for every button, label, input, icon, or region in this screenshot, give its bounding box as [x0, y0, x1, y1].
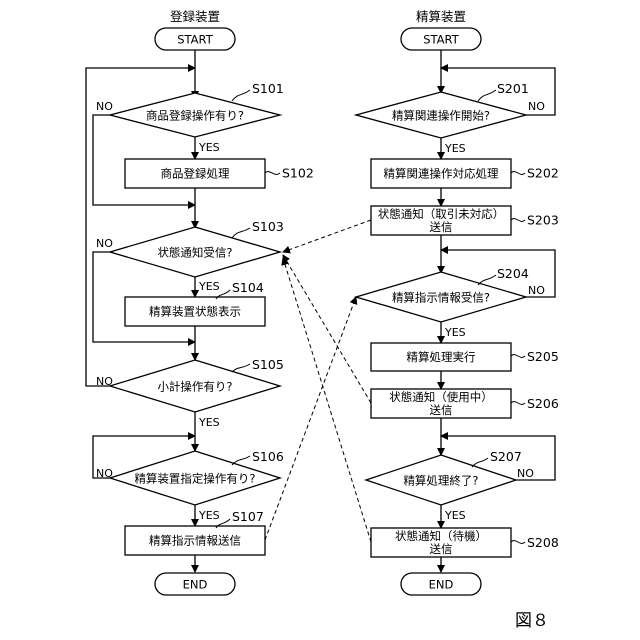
s208-text-line1: 状態通知（待機） — [395, 529, 487, 543]
s204-text: 精算指示情報受信? — [392, 291, 490, 305]
s201-step-label: S201 — [497, 81, 529, 96]
s101-step-label: S101 — [252, 81, 284, 96]
s101-text: 商品登録操作有り? — [146, 109, 244, 123]
s204-yes-label: YES — [444, 326, 466, 339]
s105-leader-line — [232, 364, 250, 372]
process-s202: 精算関連操作対応処理 — [371, 159, 511, 188]
s102-step-label: S102 — [282, 166, 314, 181]
process-s107: 精算指示情報送信 — [125, 526, 265, 555]
s203-step-label: S203 — [527, 213, 559, 228]
s204-step-label: S204 — [497, 266, 529, 281]
s103-step-label: S103 — [252, 219, 284, 234]
s104-text: 精算装置状態表示 — [149, 305, 241, 319]
right-start-label: START — [423, 33, 459, 47]
left-end-label: END — [183, 578, 208, 592]
s207-yes-label: YES — [444, 509, 466, 522]
right-column-title: 精算装置 — [416, 9, 466, 24]
left-end-terminal: END — [155, 573, 235, 595]
left-column-title: 登録装置 — [170, 9, 220, 24]
s206-step-label: S206 — [527, 396, 559, 411]
left-start-terminal: START — [155, 28, 235, 50]
message-s203-to-s103 — [283, 220, 371, 252]
s206-text-line1: 状態通知（使用中） — [389, 390, 493, 404]
right-end-label: END — [429, 578, 454, 592]
s207-text: 精算処理終了? — [403, 474, 478, 488]
s208-text-line2: 送信 — [430, 542, 453, 556]
process-s208: 状態通知（待機） 送信 — [371, 528, 511, 557]
s203-leader-line — [511, 219, 525, 222]
s207-no-label: NO — [517, 467, 534, 480]
s106-yes-label: YES — [198, 509, 220, 522]
s206-text-line2: 送信 — [430, 403, 453, 417]
s105-step-label: S105 — [252, 357, 284, 372]
message-s107-to-s204 — [265, 297, 356, 540]
s202-step-label: S202 — [527, 166, 559, 181]
s105-text: 小計操作有り? — [157, 380, 232, 394]
s106-step-label: S106 — [252, 449, 284, 464]
message-s208-to-s103 — [283, 258, 371, 542]
figure-label: 図８ — [515, 611, 549, 631]
s106-no-label: NO — [96, 467, 113, 480]
process-s206: 状態通知（使用中） 送信 — [371, 389, 511, 418]
s207-step-label: S207 — [490, 449, 522, 464]
s205-step-label: S205 — [527, 349, 559, 364]
s208-step-label: S208 — [527, 535, 559, 550]
s107-step-label: S107 — [232, 509, 264, 524]
s205-leader-line — [511, 355, 525, 358]
s202-leader-line — [511, 172, 525, 175]
s101-leader-line — [232, 90, 250, 101]
process-s205: 精算処理実行 — [371, 343, 511, 371]
s202-text: 精算関連操作対応処理 — [384, 167, 499, 181]
decision-s101: 商品登録操作有り? — [110, 93, 280, 137]
s101-no-label: NO — [96, 100, 113, 113]
s102-leader-line — [265, 172, 280, 175]
s201-yes-label: YES — [444, 142, 466, 155]
s103-leader-line — [232, 228, 250, 238]
s203-text-line1: 状態通知（取引未対応） — [378, 207, 505, 221]
right-end-terminal: END — [401, 573, 481, 595]
left-start-label: START — [177, 33, 213, 47]
s104-step-label: S104 — [232, 280, 264, 295]
process-s203: 状態通知（取引未対応） 送信 — [371, 206, 511, 235]
s201-text: 精算関連操作開始? — [392, 109, 490, 123]
process-s104: 精算装置状態表示 — [125, 297, 265, 326]
s203-text-line2: 送信 — [430, 220, 453, 234]
s105-no-label: NO — [96, 375, 113, 388]
s105-yes-label: YES — [198, 416, 220, 429]
decision-s103: 状態通知受信? — [110, 227, 280, 277]
s103-text: 状態通知受信? — [157, 246, 232, 260]
decision-s201: 精算関連操作開始? — [356, 92, 526, 138]
message-s206-to-s103 — [283, 255, 371, 403]
s206-leader-line — [511, 402, 525, 405]
s103-no-label: NO — [96, 237, 113, 250]
s106-text: 精算装置指定操作有り? — [134, 472, 255, 486]
s107-text: 精算指示情報送信 — [149, 534, 241, 548]
s101-yes-label: YES — [198, 141, 220, 154]
s204-no-label: NO — [528, 284, 545, 297]
s205-text: 精算処理実行 — [407, 350, 476, 364]
process-s102: 商品登録処理 — [125, 159, 265, 188]
right-start-terminal: START — [401, 28, 481, 50]
s201-no-label: NO — [528, 100, 545, 113]
s103-yes-label: YES — [198, 280, 220, 293]
s208-leader-line — [511, 541, 525, 544]
s102-text: 商品登録処理 — [161, 167, 230, 181]
s201-leader-line — [478, 90, 496, 101]
